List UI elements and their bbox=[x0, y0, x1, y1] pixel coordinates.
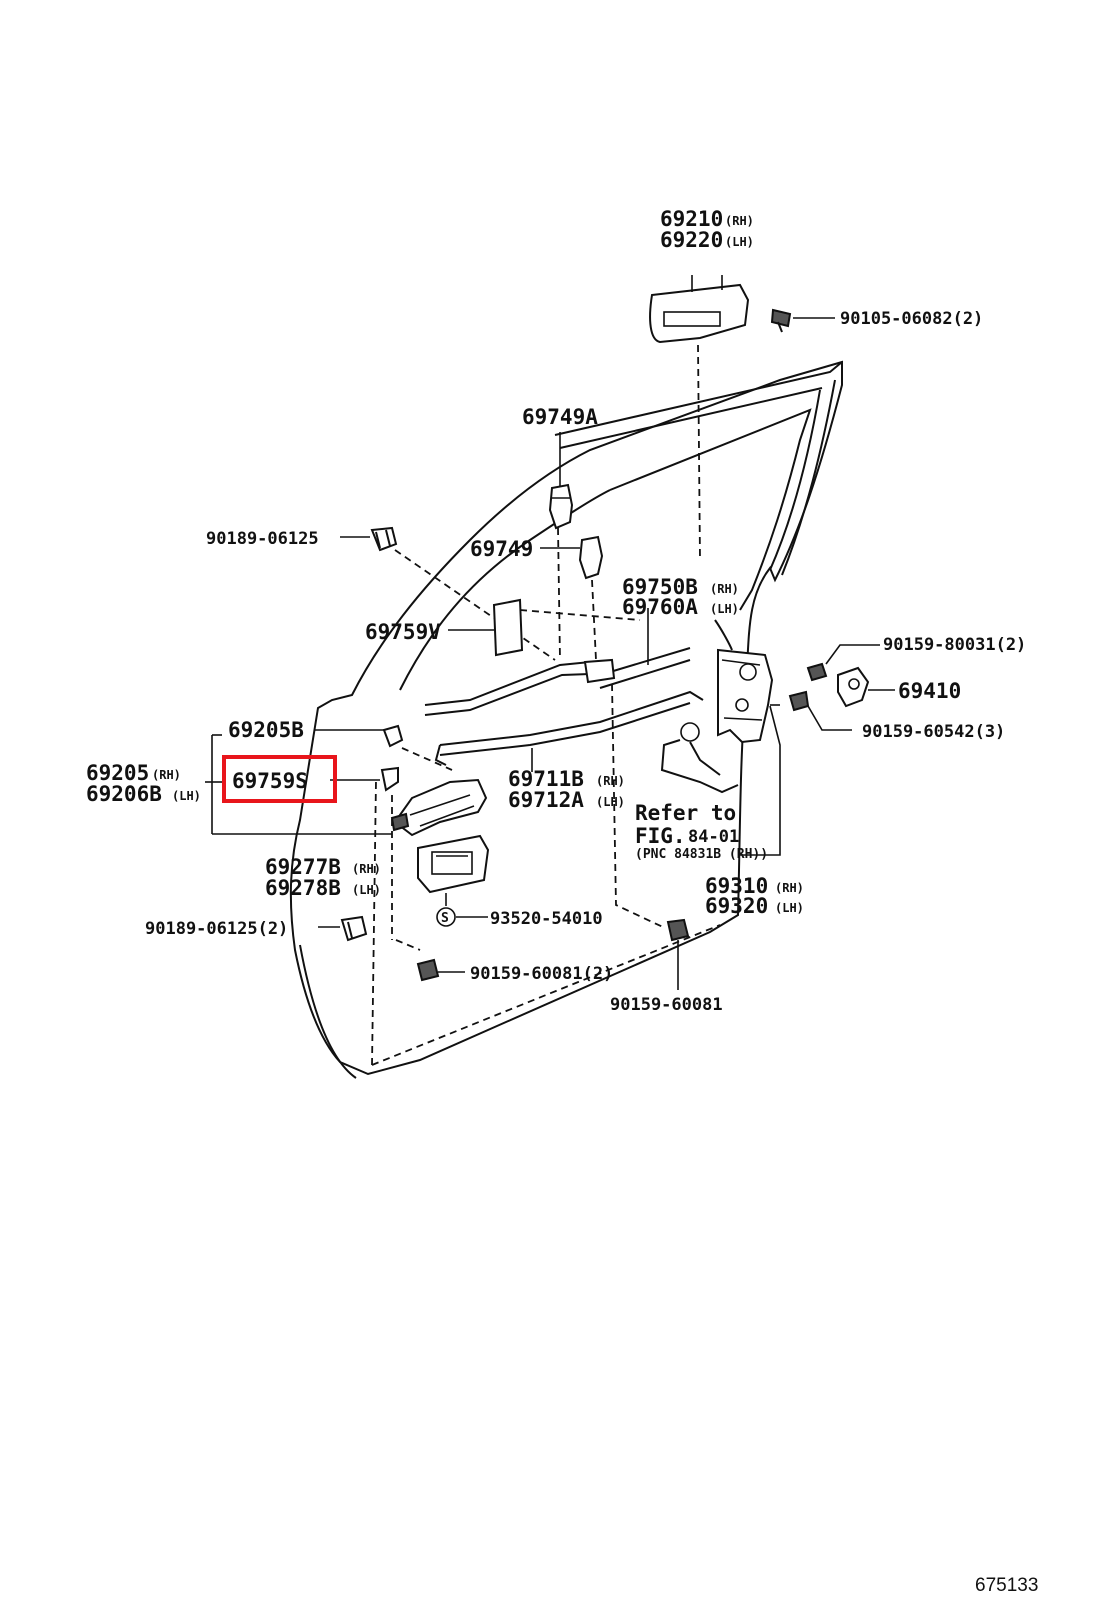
striker-screw bbox=[806, 662, 828, 682]
trim-clip-bottom bbox=[340, 915, 368, 942]
handle-screw-small bbox=[390, 812, 410, 832]
svg-text:S: S bbox=[441, 911, 449, 926]
label-inner-handle-rh: 69205 bbox=[86, 761, 149, 785]
label-lock-rh: 69310 bbox=[705, 874, 768, 898]
trim-clip-top bbox=[370, 526, 398, 552]
label-lock-lh-suffix: (LH) bbox=[775, 901, 804, 915]
label-screw-bottom-right: 90159-60081 bbox=[610, 995, 723, 1015]
label-rod-lock-rh-suffix: (RH) bbox=[710, 582, 739, 596]
striker bbox=[837, 666, 870, 708]
label-rod-lock-lh-suffix: (LH) bbox=[710, 602, 739, 616]
label-screw-handle: 90105-06082(2) bbox=[840, 309, 983, 329]
label-handle-outer-lh-suffix: (LH) bbox=[725, 235, 754, 249]
label-bezel-lh: 69278B bbox=[265, 876, 341, 900]
label-highlighted-part: 69759S bbox=[232, 769, 308, 793]
label-rod-inner-lh: 69712A bbox=[508, 788, 584, 812]
bezel-screw-symbol: S bbox=[436, 907, 456, 927]
lock-screw bbox=[788, 690, 810, 712]
label-rod-inner-rh-suffix: (RH) bbox=[596, 774, 625, 788]
label-rod-lock-rh: 69750B bbox=[622, 575, 698, 599]
highlight-box bbox=[222, 755, 337, 803]
label-screw-bottom-left: 90159-60081(2) bbox=[470, 964, 613, 984]
bezel-clip-upper bbox=[382, 724, 404, 748]
door-lock-assembly bbox=[714, 619, 774, 744]
bottom-screw-left bbox=[416, 958, 440, 982]
rod-connector bbox=[583, 658, 616, 684]
label-lock-lh: 69320 bbox=[705, 894, 768, 918]
label-handle-outer-rh-suffix: (RH) bbox=[725, 214, 754, 228]
label-rod-clip: 69749 bbox=[470, 537, 533, 561]
diagram-id: 675133 bbox=[975, 1575, 1038, 1596]
label-pad: 69759V bbox=[365, 620, 441, 644]
handle-screw bbox=[770, 308, 792, 333]
highlighted-clip bbox=[380, 766, 399, 792]
label-screw-striker: 90159-80031(2) bbox=[883, 635, 1026, 655]
label-screw-bezel: 93520-54010 bbox=[490, 909, 603, 929]
label-handle-outer-rh: 69210 bbox=[660, 207, 723, 231]
bottom-screw-right bbox=[666, 918, 690, 942]
label-inner-handle-lh-suffix: (LH) bbox=[172, 789, 201, 803]
inside-handle bbox=[393, 778, 488, 837]
label-inner-handle-rh-suffix: (RH) bbox=[152, 768, 181, 782]
lock-rod-lower bbox=[434, 690, 704, 766]
label-screw-lock: 90159-60542(3) bbox=[862, 722, 1005, 742]
label-rod-lock-lh: 69760A bbox=[622, 595, 698, 619]
label-inner-handle-lh: 69206B bbox=[86, 782, 162, 806]
label-rod-inner-lh-suffix: (LH) bbox=[596, 795, 625, 809]
inside-handle-bezel bbox=[417, 834, 490, 894]
label-rod-inner-rh: 69711B bbox=[508, 767, 584, 791]
refer-text: Refer to bbox=[635, 801, 736, 825]
label-clip-bottom: 90189-06125(2) bbox=[145, 919, 288, 939]
label-clip-top: 90189-06125 bbox=[206, 529, 319, 549]
lock-cable bbox=[660, 722, 739, 794]
pad bbox=[492, 598, 524, 657]
label-bezel-rh-suffix: (RH) bbox=[352, 862, 381, 876]
outside-handle bbox=[649, 275, 750, 344]
label-rod-clip-a: 69749A bbox=[522, 405, 598, 429]
label-bezel-rh: 69277B bbox=[265, 855, 341, 879]
label-lock-rh-suffix: (RH) bbox=[775, 881, 804, 895]
label-bezel-lh-suffix: (LH) bbox=[352, 883, 381, 897]
refer-fig: FIG. bbox=[635, 824, 686, 848]
rod-clip-a bbox=[548, 483, 574, 530]
rod-clip bbox=[578, 535, 604, 580]
refer-fig-num: 84-01 bbox=[688, 827, 739, 847]
label-inner-bezel: 69205B bbox=[228, 718, 304, 742]
label-striker: 69410 bbox=[898, 679, 961, 703]
refer-pnc: (PNC 84831B (RH)) bbox=[635, 847, 768, 862]
label-handle-outer-lh: 69220 bbox=[660, 228, 723, 252]
